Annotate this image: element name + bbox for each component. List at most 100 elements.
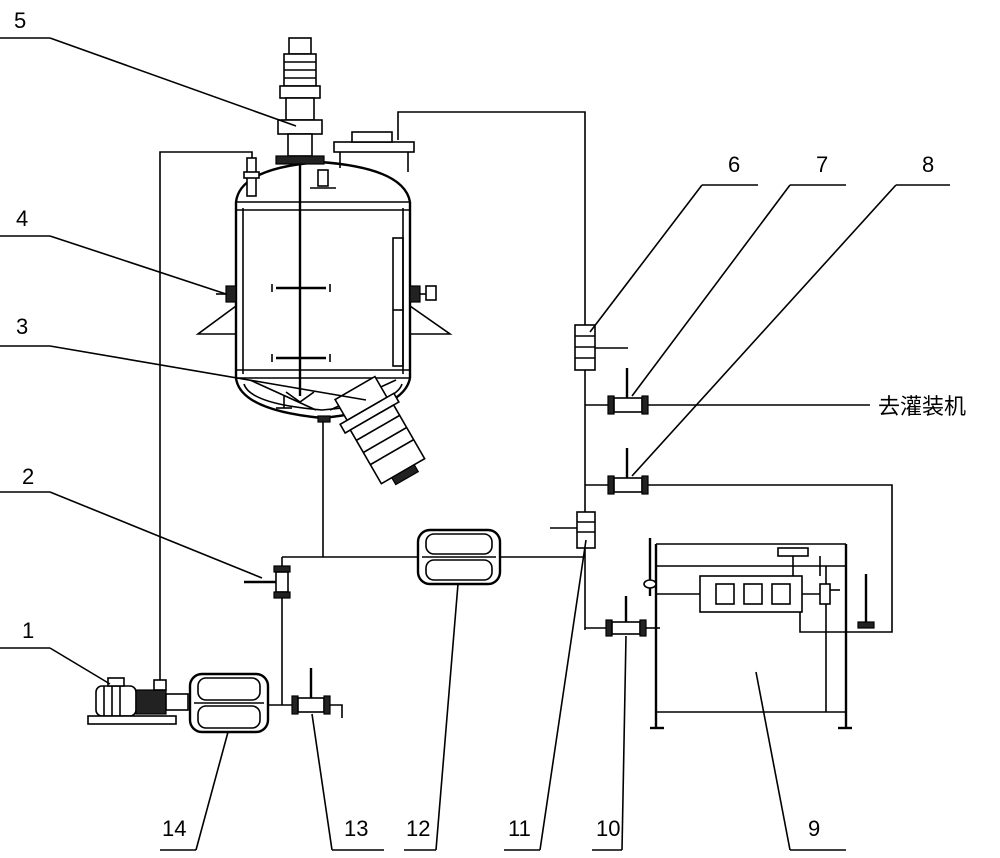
pump-outlet-flange	[153, 679, 167, 691]
homogenizer-motor-icon	[333, 375, 426, 486]
label-1: 1	[22, 618, 34, 643]
homogenizer-rib3	[369, 438, 415, 466]
pipelines	[159, 111, 893, 718]
pump-casing	[135, 689, 167, 715]
leader-6	[589, 184, 703, 333]
agitator-seal	[287, 133, 313, 157]
label-7: 7	[816, 152, 828, 177]
machine-window-1	[715, 583, 735, 605]
agitator-drive	[271, 37, 331, 403]
label-3: 3	[16, 314, 28, 339]
leader-lines	[0, 37, 950, 851]
label-13: 13	[344, 816, 368, 841]
valve-7-icon	[607, 368, 649, 415]
valve-8-icon	[607, 448, 649, 495]
valve-6-icon	[574, 324, 628, 371]
machine-left-knob	[643, 579, 657, 589]
homogenizer-rib1	[355, 414, 401, 442]
filter-12-body	[416, 528, 502, 586]
part-labels: 5 4 3 2 1 6 7 8 9 10 11 12 13 14	[14, 8, 934, 841]
homogenizer-fan-cap	[390, 463, 420, 486]
valve-2-body	[275, 571, 289, 593]
agitator-motor-cap	[288, 37, 312, 55]
right-lug-nut	[425, 285, 437, 301]
valve-13-flange-l	[291, 695, 299, 715]
valve-13-icon	[291, 668, 331, 715]
filter-12-icon	[416, 528, 502, 586]
label-6: 6	[728, 152, 740, 177]
machine-window-3	[771, 583, 791, 605]
pipe-valve13-drain	[330, 704, 343, 718]
valve-10-body	[611, 621, 641, 635]
filter-14-lower	[197, 705, 261, 729]
leader-8	[631, 184, 897, 477]
leader-1	[49, 647, 111, 685]
label-9: 9	[808, 816, 820, 841]
leader-3	[49, 345, 367, 401]
pump-motor-body	[95, 685, 137, 717]
valve-8-flange-r	[641, 475, 649, 495]
manhole-cover	[351, 131, 393, 143]
vessel-cone-left	[249, 379, 317, 411]
label-2: 2	[22, 464, 34, 489]
filter-14-upper	[197, 677, 261, 701]
leader-4	[49, 235, 227, 295]
filter-14-body	[188, 672, 270, 734]
pump-1-icon	[87, 677, 189, 725]
leader-10	[621, 635, 627, 851]
label-4: 4	[16, 206, 28, 231]
right-lug-plate	[409, 285, 421, 303]
machine-window-2	[743, 583, 763, 605]
pipe-top-return	[397, 111, 586, 325]
pipe-branch-8b	[648, 484, 893, 633]
agitator-gearbox	[285, 97, 315, 121]
reactor-vessel-icon	[195, 131, 453, 423]
machine-rod-cap	[819, 583, 831, 605]
filter-12-lower	[425, 559, 493, 581]
leader-7	[631, 184, 791, 397]
bottom-outlet-flange	[317, 415, 331, 423]
machine-top-block	[777, 547, 809, 557]
valve-2-flange-b	[273, 591, 291, 599]
valve-11-body	[576, 511, 596, 549]
valve-2-flange-t	[273, 565, 291, 573]
valve-7-body	[613, 397, 643, 413]
filter-12-upper	[425, 533, 493, 555]
valve-13-flange-r	[323, 695, 331, 715]
filter-14-icon	[188, 672, 270, 734]
label-8: 8	[922, 152, 934, 177]
valve-8-body	[613, 477, 643, 493]
pipe-left-pump-inlet	[159, 151, 253, 686]
valve-7-flange-l	[607, 395, 615, 415]
leader-2	[49, 491, 263, 579]
valve-13-body	[297, 697, 325, 713]
top-left-nozzle-flange	[243, 171, 260, 179]
label-11: 11	[508, 816, 531, 841]
pump-base-plate	[87, 715, 177, 725]
outlet-caption: 去灌装机	[878, 394, 966, 419]
manhole-flange	[333, 141, 415, 153]
label-12: 12	[406, 816, 430, 841]
valve-2-icon	[244, 565, 291, 599]
pump-terminal-box	[107, 677, 125, 687]
leader-5	[49, 37, 297, 127]
valve-7-flange-r	[641, 395, 649, 415]
filling-machine-icon	[643, 538, 875, 730]
top-small-nozzle	[317, 169, 329, 187]
agitator-mount-flange	[275, 155, 325, 165]
valve-8-flange-l	[607, 475, 615, 495]
leader-12	[435, 583, 459, 851]
right-support-lug	[409, 304, 453, 335]
agitator-reducer	[279, 85, 321, 99]
left-lug-plate	[225, 285, 237, 303]
label-5: 5	[14, 8, 26, 33]
machine-right-stick-base	[857, 621, 875, 629]
valve-10-flange-l	[605, 619, 613, 637]
valve-10-flange-r	[639, 619, 647, 637]
left-support-lug	[195, 304, 237, 335]
leader-13	[311, 713, 333, 851]
valve-11-icon	[550, 511, 596, 549]
label-14: 14	[162, 816, 186, 841]
